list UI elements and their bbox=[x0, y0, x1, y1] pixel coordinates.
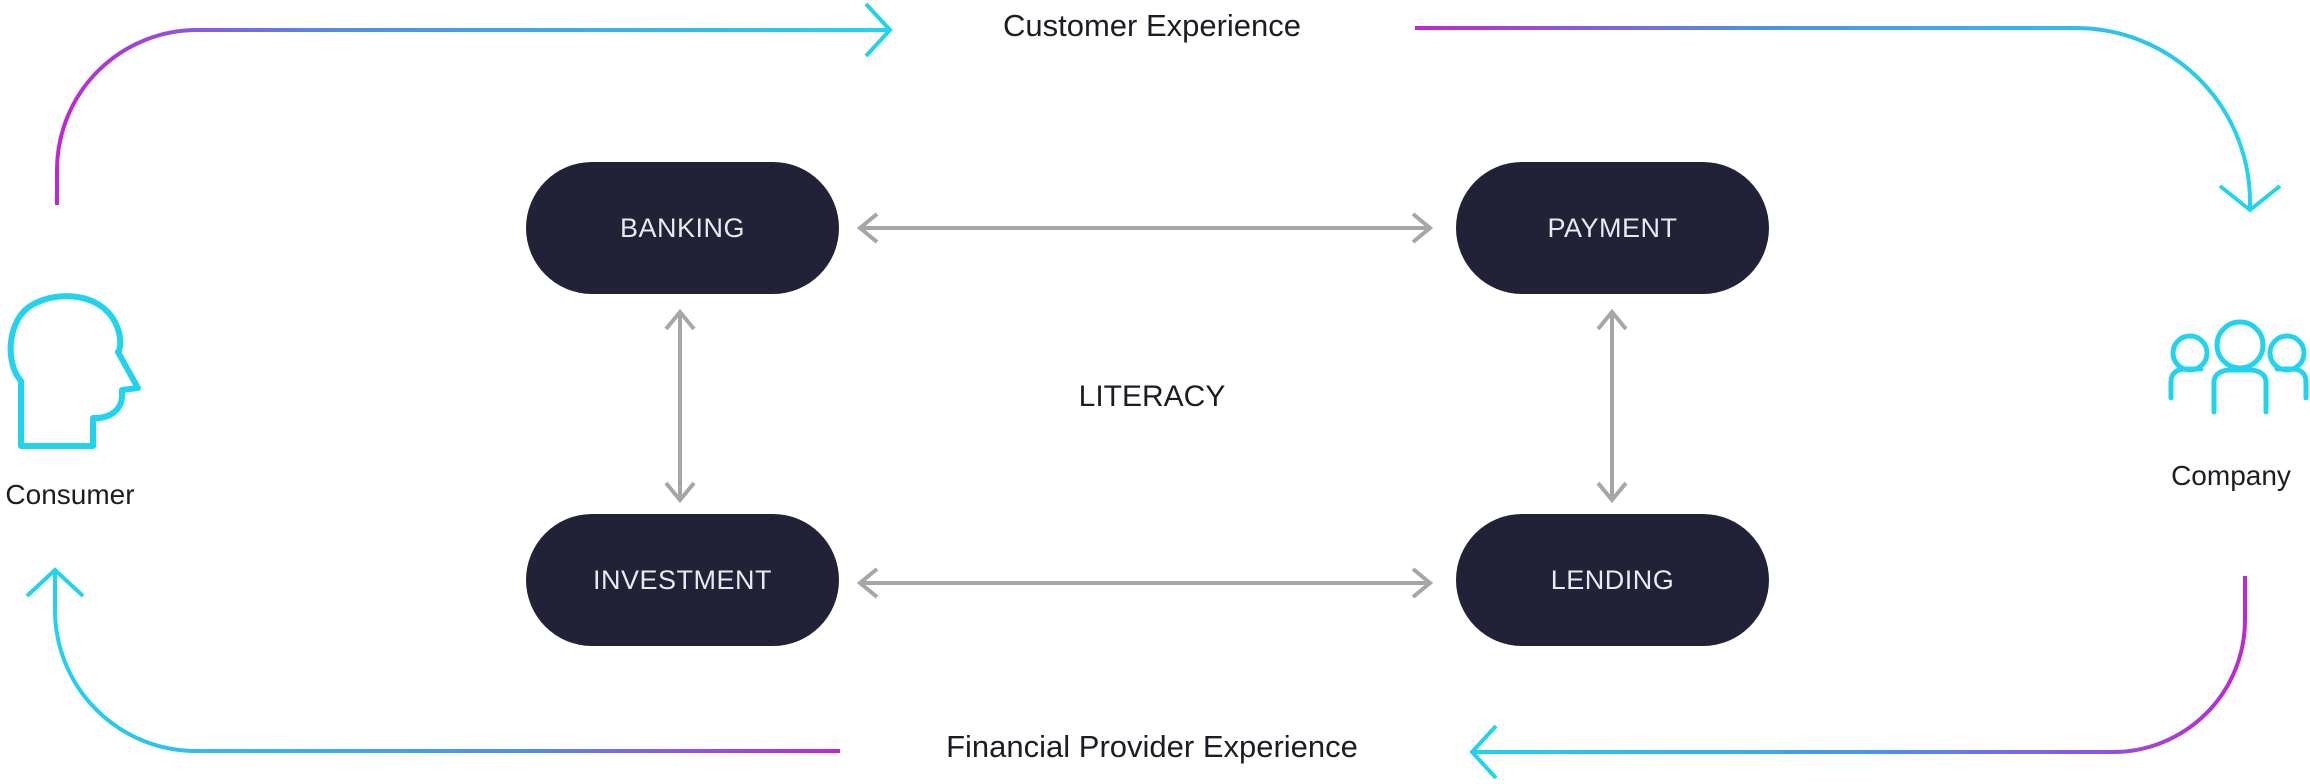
flow-bottom-left-arrowhead bbox=[25, 567, 85, 598]
flow-top-left bbox=[55, 28, 888, 205]
company-group-icon bbox=[2168, 319, 2309, 415]
connector-banking-payment-arrowhead-left bbox=[856, 212, 879, 244]
investment-node[interactable]: INVESTMENT bbox=[526, 514, 839, 646]
connector-banking-payment-arrowhead-right bbox=[1411, 212, 1434, 244]
financial-provider-experience-label: Financial Provider Experience bbox=[946, 729, 1358, 764]
connector-banking-investment-arrowhead-bottom bbox=[664, 481, 696, 504]
flow-top-right-arrowhead bbox=[2218, 184, 2282, 213]
connector-banking-investment-arrowhead-top bbox=[664, 308, 696, 331]
flow-bottom-left bbox=[53, 572, 840, 753]
consumer-label: Consumer bbox=[5, 479, 135, 510]
connector-payment-lending-arrowhead-top bbox=[1596, 308, 1628, 331]
company-label: Company bbox=[2171, 460, 2291, 491]
flow-bottom-right-arrowhead bbox=[1469, 724, 1498, 780]
lending-node[interactable]: LENDING bbox=[1456, 514, 1769, 646]
customer-experience-label: Customer Experience bbox=[1002, 8, 1302, 43]
flow-top-right bbox=[1415, 26, 2252, 208]
flow-top-left-arrowhead bbox=[864, 2, 893, 58]
banking-node[interactable]: BANKING bbox=[526, 162, 839, 294]
payment-node[interactable]: PAYMENT bbox=[1456, 162, 1769, 294]
connector-investment-lending-arrowhead-right bbox=[1411, 567, 1434, 599]
literacy-label: LITERACY bbox=[1078, 380, 1226, 413]
connector-payment-lending-arrowhead-bottom bbox=[1596, 481, 1628, 504]
consumer-head-icon bbox=[7, 293, 141, 449]
connector-investment-lending-arrowhead-left bbox=[856, 567, 879, 599]
flow-bottom-right bbox=[1472, 576, 2247, 754]
